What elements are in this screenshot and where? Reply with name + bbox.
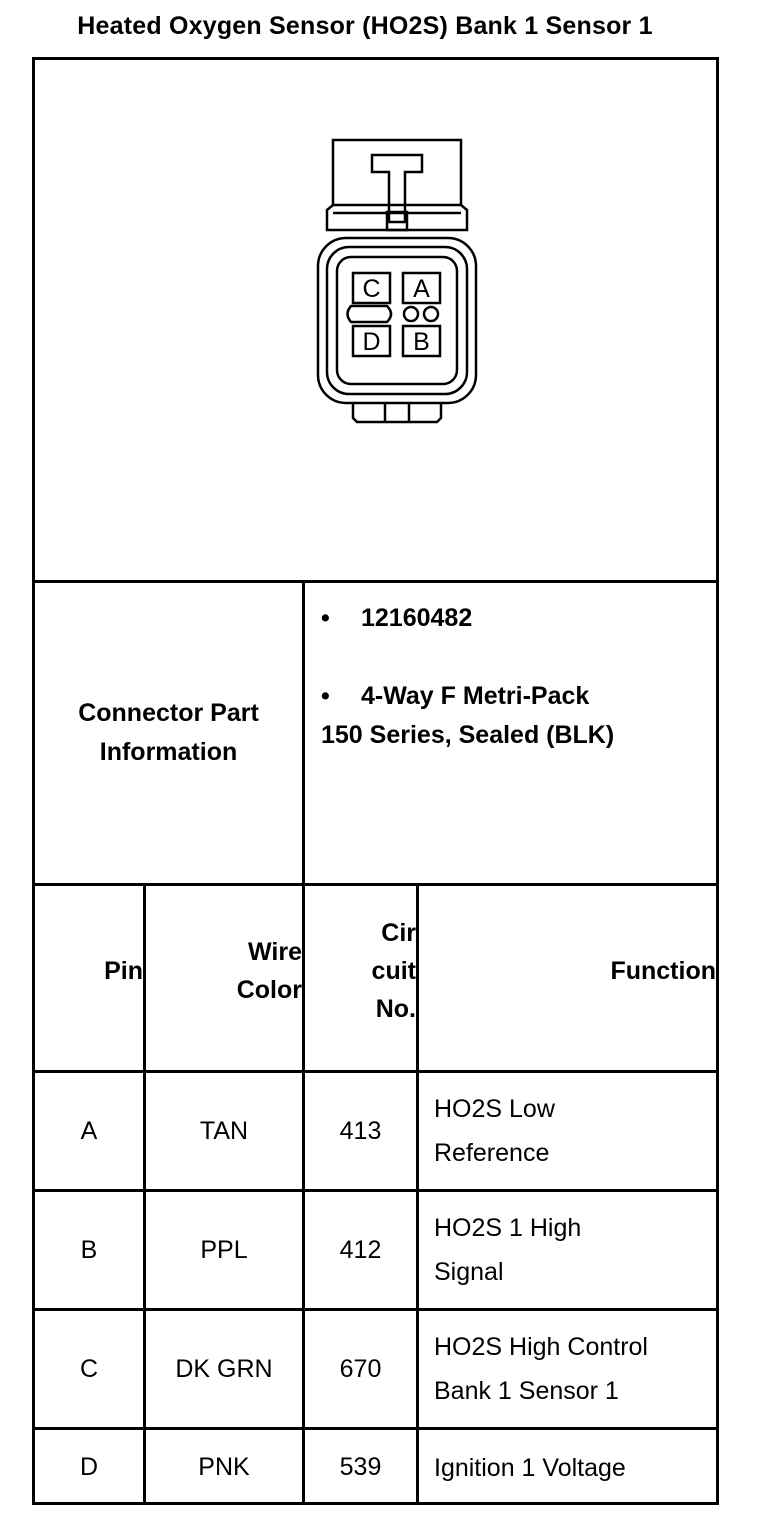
part-number: 12160482	[361, 604, 473, 632]
divider	[35, 580, 716, 583]
table-row-b-circuit: 412	[339, 1235, 382, 1264]
table-row-a-color: TAN	[199, 1116, 249, 1145]
part-description-line2: 150 Series, Sealed (BLK)	[321, 721, 615, 749]
header-function: Function	[610, 957, 716, 985]
pin-label-b: B	[413, 328, 430, 356]
header-pin: Pin	[104, 957, 143, 985]
pin-label-a: A	[413, 275, 430, 303]
table-row-b-pin: B	[80, 1235, 98, 1264]
pin-label-c: C	[362, 275, 380, 303]
connector-table: C A D B Connector Part Information • 121…	[32, 57, 719, 1505]
page-title: Heated Oxygen Sensor (HO2S) Bank 1 Senso…	[77, 12, 653, 40]
divider	[35, 1189, 716, 1192]
connector-diagram: C A D B	[316, 138, 478, 424]
divider	[35, 1070, 716, 1073]
table-row-d-color: PNK	[198, 1453, 250, 1481]
table-row-b-function: HO2S 1 High Signal	[434, 1214, 582, 1286]
divider	[143, 886, 146, 1505]
table-row-a-function: HO2S Low Reference	[434, 1095, 555, 1167]
table-row-a-pin: A	[80, 1116, 98, 1145]
table-row-c-function: HO2S High Control Bank 1 Sensor 1	[434, 1333, 648, 1405]
divider	[35, 1308, 716, 1311]
pin-label-d: D	[362, 328, 380, 356]
divider	[302, 886, 305, 1505]
connector-latch	[325, 138, 469, 232]
header-circuit-no: Cir cuit No.	[371, 919, 416, 1023]
table-row-d-function: Ignition 1 Voltage	[434, 1453, 626, 1482]
table-row-c-pin: C	[79, 1354, 99, 1383]
table-row-d-circuit: 539	[339, 1453, 382, 1481]
connector-diagram-area: C A D B	[35, 60, 716, 580]
part-info-value: • 12160482 • 4-Way F Metri-Pack 150 Seri…	[305, 583, 716, 883]
part-info-label: Connector Part Information	[78, 699, 259, 766]
table-row-c-circuit: 670	[339, 1354, 382, 1383]
part-description-line1: 4-Way F Metri-Pack	[361, 682, 590, 710]
table-row-d-pin: D	[79, 1453, 99, 1481]
connector-body	[316, 236, 478, 405]
table-row-c-color: DK GRN	[175, 1354, 273, 1383]
table-row-a-circuit: 413	[339, 1116, 382, 1145]
divider	[35, 1427, 716, 1430]
divider	[35, 883, 716, 886]
divider	[302, 583, 305, 883]
connector-tab	[351, 403, 443, 424]
divider	[416, 886, 419, 1505]
header-wire-color: Wire Color	[236, 938, 302, 1004]
bullet: •	[321, 604, 330, 632]
table-row-b-color: PPL	[200, 1235, 248, 1264]
bullet: •	[321, 682, 330, 710]
